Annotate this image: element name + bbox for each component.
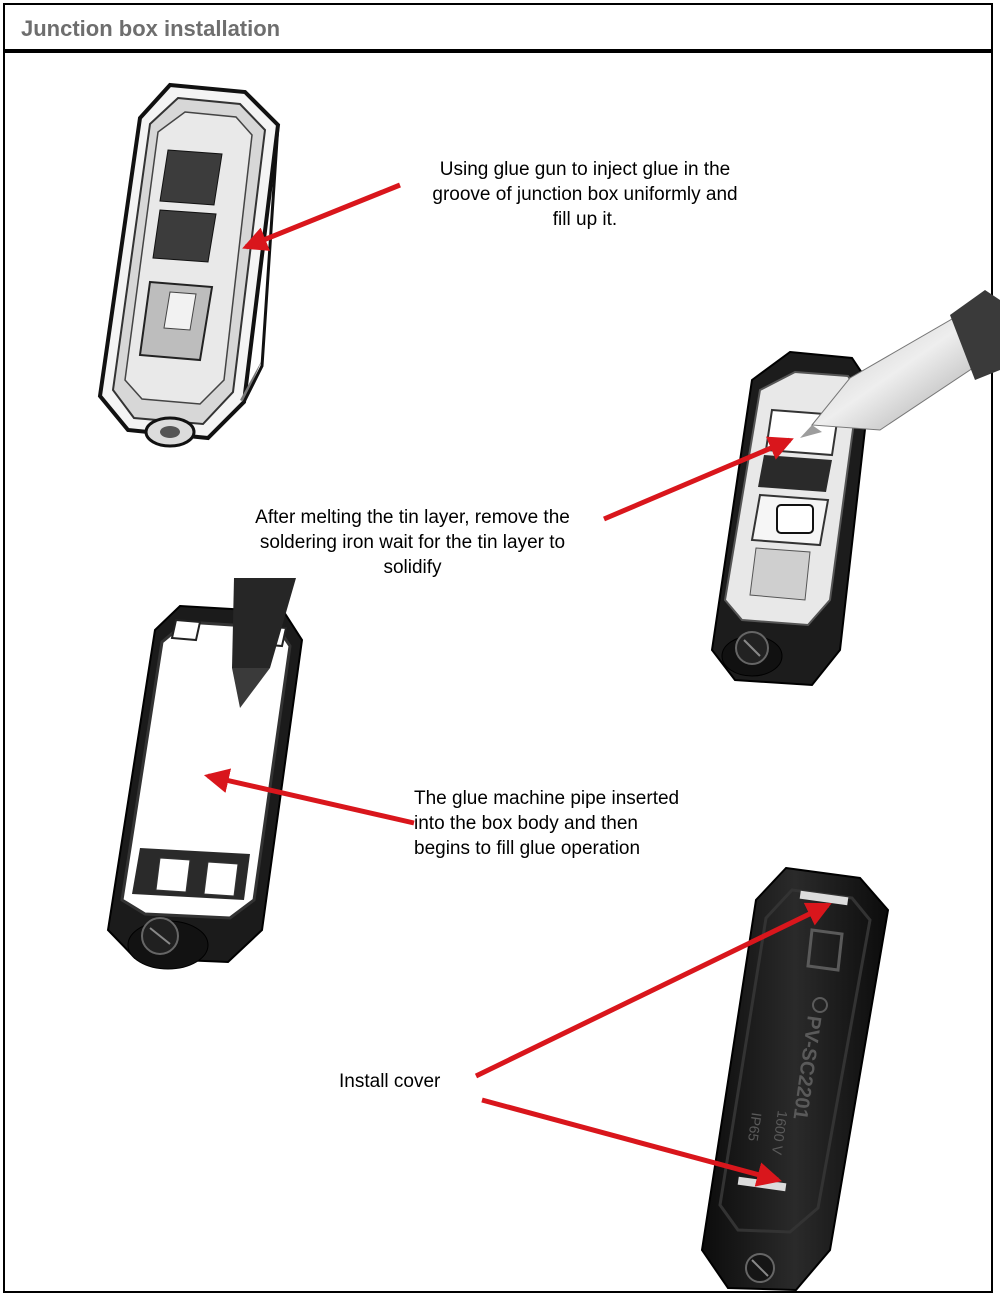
cover-ip-marking: IP65 [745,1112,765,1143]
arrow-to-solder-point [603,436,794,522]
soldering-junction-box-illustration [710,290,1000,687]
cover-rating-marking: 1600 V [769,1110,791,1157]
arrow-to-groove [242,182,401,251]
step-solder-caption: After melting the tin layer, remove the … [255,507,570,578]
glue-pipe-junction-box-illustration [106,578,304,970]
step-glue-groove-caption: Using glue gun to inject glue in the gro… [432,159,738,230]
page-frame [3,3,993,1293]
arrow-to-cover-bottom [481,1097,783,1187]
cover-installed-illustration: PV-SC2201 1600 V IP65 [700,866,890,1292]
step-install-cover-caption: Install cover [339,1071,441,1092]
pointer-arrows [203,182,832,1187]
arrow-to-box-cavity [203,768,415,826]
page-header: Junction box installation [3,3,993,53]
arrow-to-cover-top [474,902,832,1079]
junction-box-groove-illustration [97,82,281,448]
page-title: Junction box installation [21,16,281,41]
step-glue-pipe-caption: The glue machine pipe inserted into the … [414,788,680,859]
